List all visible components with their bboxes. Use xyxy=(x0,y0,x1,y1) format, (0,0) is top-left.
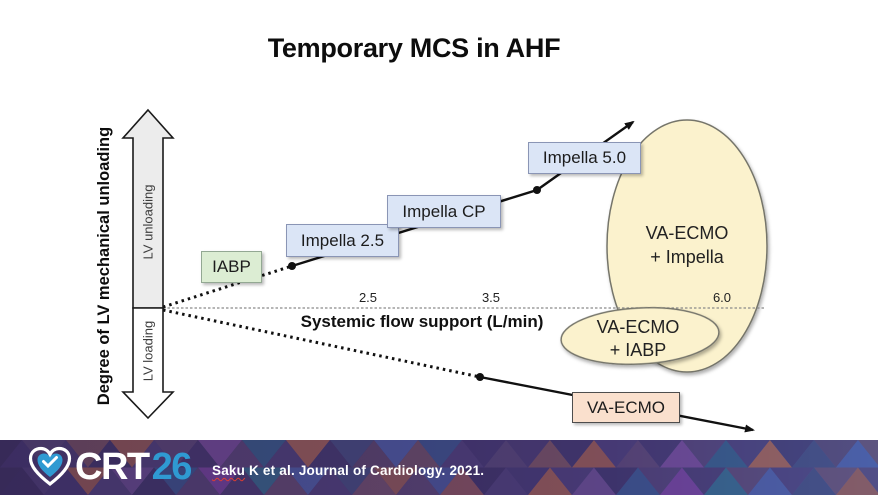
impella-5-0-box: Impella 5.0 xyxy=(528,142,641,174)
y-axis-title: Degree of LV mechanical unloading xyxy=(95,127,113,405)
crt-logo-year: 26 xyxy=(151,445,193,488)
citation-author: Saku xyxy=(212,463,246,478)
x-tick-3-5: 3.5 xyxy=(482,290,500,305)
slide-title: Temporary MCS in AHF xyxy=(267,33,561,63)
crt-logo: CRT 26 xyxy=(28,445,193,488)
trend-point-iabp xyxy=(288,262,296,270)
heart-check-icon xyxy=(28,446,72,487)
impella-2-5-box: Impella 2.5 xyxy=(286,224,399,257)
lv-unloading-label: LV unloading xyxy=(141,185,156,260)
vaecmo-iabp-label-line1: VA-ECMO xyxy=(597,317,680,337)
x-tick-6-0: 6.0 xyxy=(713,290,731,305)
footer-triangle-pattern xyxy=(0,440,878,495)
impella-5-0-label: Impella 5.0 xyxy=(542,148,627,167)
vaecmo-impella-label-line2: + Impella xyxy=(650,247,725,267)
lv-loading-zone xyxy=(121,307,175,420)
crt-logo-text: CRT xyxy=(75,445,150,488)
iabp-box: IABP xyxy=(201,251,262,283)
iabp-label: IABP xyxy=(212,257,251,276)
x-tick-2-5: 2.5 xyxy=(359,290,377,305)
citation-rest: K et al. Journal of Cardiology. 2021. xyxy=(245,463,485,478)
lv-loading-label: LV loading xyxy=(141,321,156,381)
impella-cp-label: Impella CP xyxy=(402,201,486,221)
x-axis-title: Systemic flow support (L/min) xyxy=(301,312,544,331)
footer-band: CRT 26 Saku K et al. Journal of Cardiolo… xyxy=(0,440,878,495)
trend-point-impella50 xyxy=(533,186,541,194)
trend-point-vaecmo xyxy=(476,373,484,381)
vaecmo-label: VA-ECMO xyxy=(586,397,666,417)
vaecmo-iabp-region xyxy=(560,306,720,366)
vaecmo-iabp-label-line2: + IABP xyxy=(610,340,667,360)
impella-2-5-label: Impella 2.5 xyxy=(300,230,385,250)
impella-cp-box: Impella CP xyxy=(387,195,501,228)
y-axis-arrow xyxy=(121,108,175,420)
vaecmo-box: VA-ECMO xyxy=(572,392,680,423)
citation: Saku K et al. Journal of Cardiology. 202… xyxy=(212,463,484,478)
vaecmo-impella-label-line1: VA-ECMO xyxy=(646,223,729,243)
